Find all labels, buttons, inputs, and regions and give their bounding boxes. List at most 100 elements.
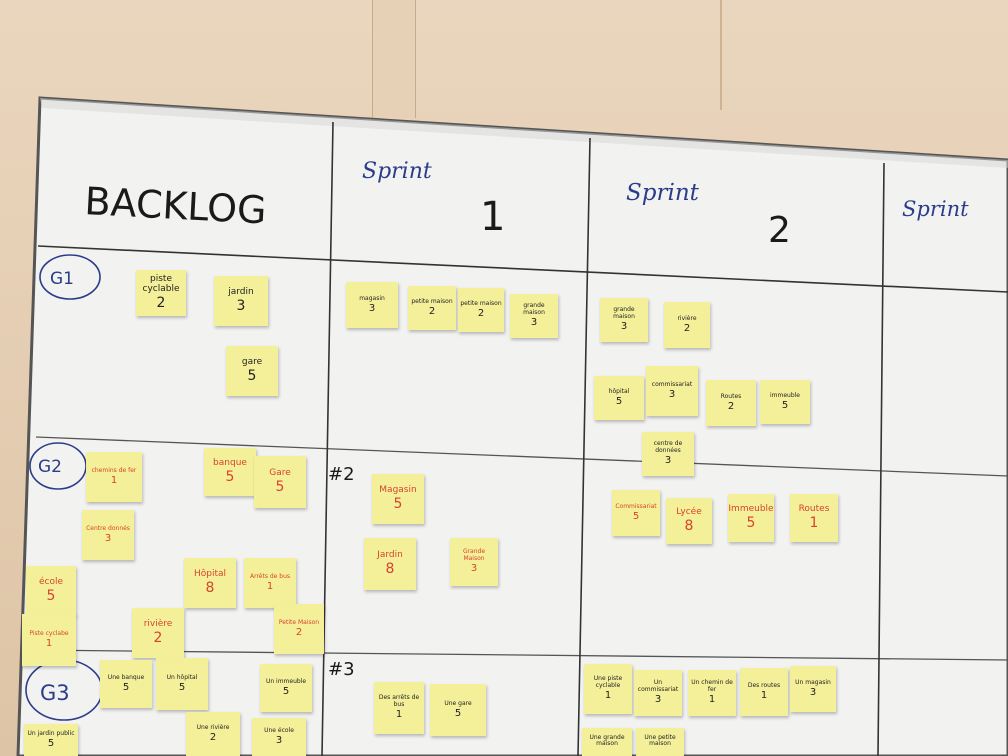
sticky-note-label: Petite Maison: [278, 618, 320, 626]
sticky-note-points: 5: [781, 399, 789, 411]
group-1-label: G1: [50, 269, 74, 289]
sticky-note-label: Des routes: [747, 681, 781, 689]
sticky-note-label: immeuble: [769, 391, 801, 399]
sticky-note-label: rivière: [143, 618, 173, 629]
group-3-label: G3: [40, 681, 70, 705]
sprint-3-header: Sprint: [902, 197, 969, 221]
sticky-note-label: Un magasin: [795, 678, 831, 686]
row-divider-line-2: [29, 649, 1008, 661]
group-2-label: G2: [38, 457, 62, 477]
sticky-note-points: 3: [470, 563, 478, 575]
sticky-note-label: piste cyclable: [142, 274, 180, 294]
sticky-note-label: petite maison: [460, 299, 502, 307]
sticky-note-points: 2: [156, 295, 166, 312]
row-divider-line-1: [35, 436, 1008, 477]
group-1-circle: [39, 254, 101, 300]
sticky-note-label: Arrêts de bus: [249, 572, 291, 580]
sticky-note-points: 1: [266, 580, 274, 592]
sprint-1-header: Sprint: [362, 159, 432, 184]
sticky-note-label: jardin: [228, 286, 254, 297]
sticky-note-points: 5: [615, 395, 623, 407]
sticky-note-label: Gare: [269, 467, 291, 478]
header-divider-line: [37, 245, 1008, 293]
sticky-note-label: Une école: [264, 726, 294, 734]
sprint-2-number: 2: [768, 210, 791, 251]
sticky-note-points: 1: [708, 694, 716, 706]
sticky-note-points: 8: [385, 561, 395, 578]
sticky-note-label: centre de données: [653, 440, 683, 454]
column-divider-line-3: [877, 162, 885, 756]
sticky-note-label: Centre donnés: [86, 524, 130, 532]
sticky-note-points: 5: [746, 515, 756, 532]
sticky-note-label: Une banque: [107, 673, 145, 681]
sticky-note-label: Une piste cyclable: [593, 675, 623, 689]
sticky-note-label: rivière: [677, 314, 697, 322]
sticky-note-label: magasin: [359, 294, 385, 302]
sticky-note-points: 3: [654, 694, 662, 706]
sticky-note-points: 1: [760, 689, 768, 701]
sticky-note-points: 2: [153, 630, 163, 647]
sticky-note-points: 2: [209, 731, 217, 743]
sticky-note-label: Une gare: [444, 699, 472, 707]
sticky-note-label: Une petite maison: [644, 733, 676, 747]
sticky-note-label: commissariat: [651, 380, 693, 388]
sticky-note-points: 5: [247, 368, 257, 385]
sticky-note-label: gare: [241, 356, 263, 367]
sprint-row-2-label: #2: [328, 464, 355, 485]
sticky-note-points: 3: [275, 734, 283, 746]
sticky-note-label: banque: [213, 457, 247, 468]
sticky-note-label: Un hôpital: [166, 673, 198, 681]
sticky-note-points: 3: [664, 455, 672, 467]
sticky-note-points: 5: [178, 681, 186, 693]
sticky-note-points: 1: [110, 474, 118, 486]
sticky-note-points: 2: [683, 322, 691, 334]
sticky-note-points: 3: [368, 302, 376, 314]
sticky-note-points: 5: [454, 707, 462, 719]
sticky-note-label: Un chemin de fer: [691, 679, 733, 693]
sticky-note-label: grande maison: [613, 306, 635, 320]
sticky-note-points: 1: [809, 515, 819, 532]
sticky-note-points: 2: [295, 626, 303, 638]
sticky-note-points: 5: [282, 685, 290, 697]
sticky-note-label: hôpital: [608, 387, 630, 395]
sticky-note-label: Une grande maison: [589, 733, 625, 747]
sticky-note-points: 5: [122, 681, 130, 693]
sticky-note-points: 5: [275, 479, 285, 496]
sticky-note-label: Routes: [720, 392, 742, 400]
sticky-note-points: 3: [809, 686, 817, 698]
